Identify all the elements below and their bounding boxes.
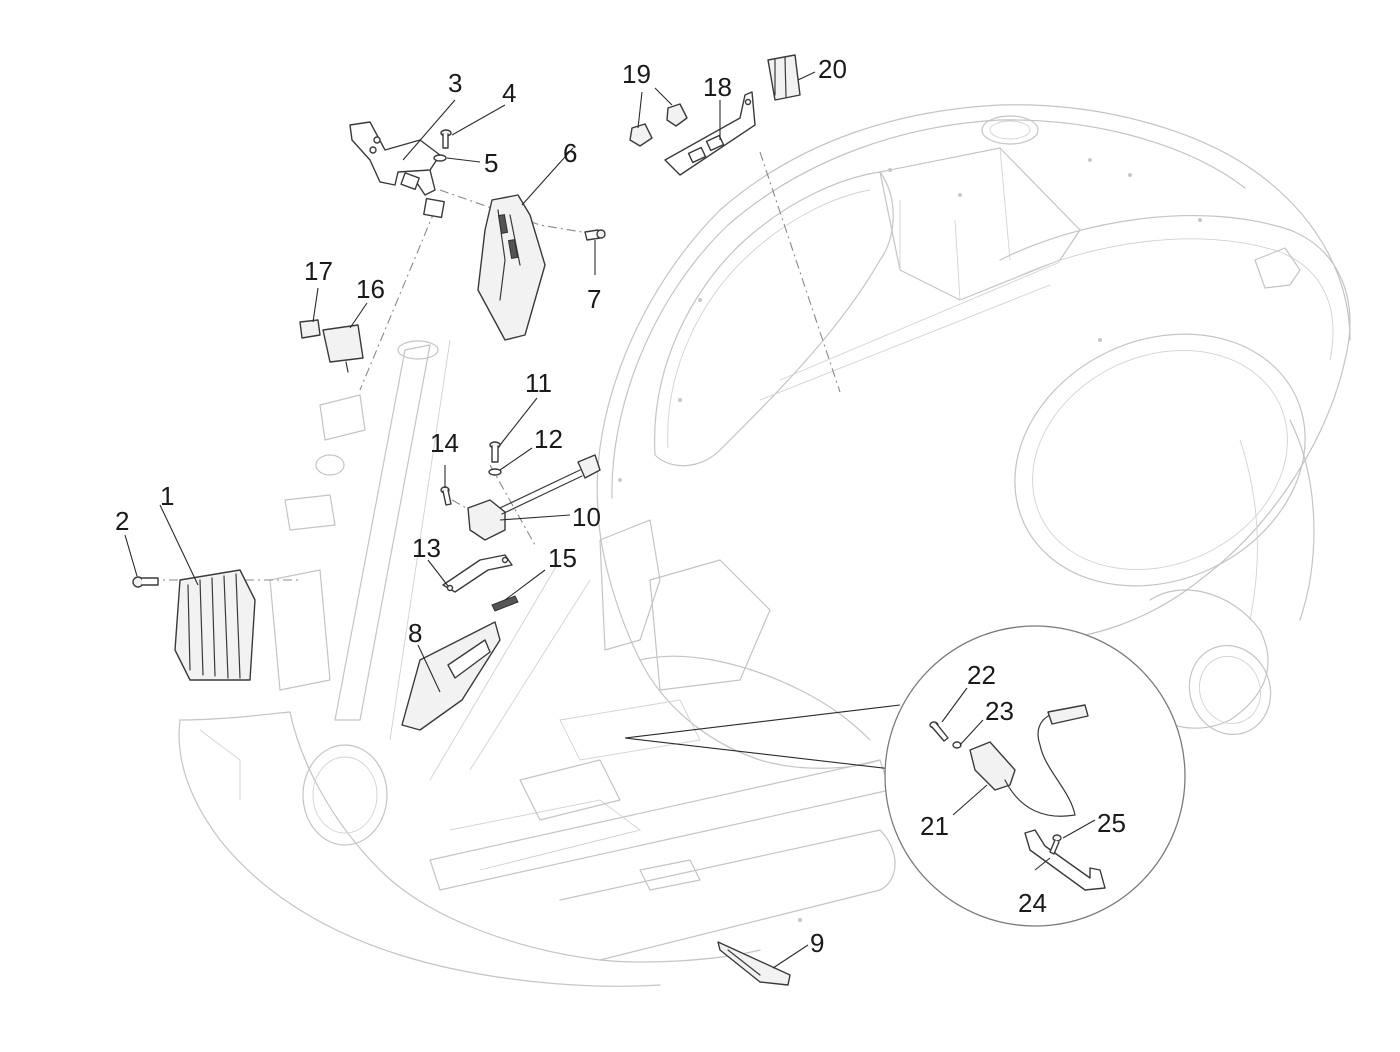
part-19-clips	[629, 103, 688, 147]
label-part-2: 2	[115, 506, 129, 536]
part-16-relay	[322, 324, 364, 373]
label-part-23: 23	[985, 696, 1014, 726]
label-part-4: 4	[502, 78, 516, 108]
label-part-24: 24	[1018, 888, 1047, 918]
part-15-spring	[491, 595, 519, 612]
label-part-9: 9	[810, 928, 824, 958]
part-11-screw	[489, 441, 501, 463]
part-6-control-unit	[477, 194, 546, 341]
part-8-cover	[401, 621, 501, 731]
scooter-body-frame	[178, 104, 1351, 987]
label-part-22: 22	[967, 660, 996, 690]
part-20-connector	[767, 54, 801, 101]
detail-inset	[624, 625, 1186, 927]
part-9-trim	[717, 941, 791, 986]
label-part-7: 7	[587, 284, 601, 314]
label-part-14: 14	[430, 428, 459, 458]
callout-leaders	[124, 71, 1096, 969]
label-part-19: 19	[622, 59, 651, 89]
label-part-8: 8	[408, 618, 422, 648]
label-part-16: 16	[356, 274, 385, 304]
part-21-ignition-coil	[969, 704, 1089, 817]
label-part-10: 10	[572, 502, 601, 532]
part-3-bracket	[349, 121, 445, 219]
label-part-11: 11	[525, 368, 552, 398]
callout-labels: 1 2 3 4 5 6 7 8 9 10 11 12 13 14 15 16 1…	[115, 54, 1126, 958]
part-10-sensor	[467, 454, 601, 541]
part-24-bracket	[1024, 829, 1106, 891]
inset-circle	[884, 625, 1186, 927]
part-5-washer	[433, 154, 447, 162]
part-23-washer	[952, 741, 962, 749]
part-18-bracket	[664, 91, 756, 176]
part-13-bracket	[442, 554, 513, 593]
part-12-washer	[488, 468, 502, 476]
label-part-1: 1	[160, 481, 174, 511]
label-part-20: 20	[818, 54, 847, 84]
part-7-screw	[584, 229, 606, 241]
label-part-5: 5	[484, 148, 498, 178]
label-part-13: 13	[412, 533, 441, 563]
label-part-15: 15	[548, 543, 577, 573]
label-part-12: 12	[534, 424, 563, 454]
label-part-3: 3	[448, 68, 462, 98]
part-1-regulator	[174, 569, 256, 681]
part-22-screw	[929, 721, 949, 742]
part-2-bolt	[132, 576, 159, 588]
label-part-21: 21	[920, 811, 949, 841]
label-part-25: 25	[1097, 808, 1126, 838]
part-25-screw	[1049, 834, 1062, 855]
label-part-17: 17	[304, 256, 333, 286]
part-4-bolt	[440, 129, 452, 149]
part-14-bolt	[440, 486, 452, 506]
part-17-cap	[299, 319, 321, 339]
label-part-6: 6	[563, 138, 577, 168]
label-part-18: 18	[703, 72, 732, 102]
